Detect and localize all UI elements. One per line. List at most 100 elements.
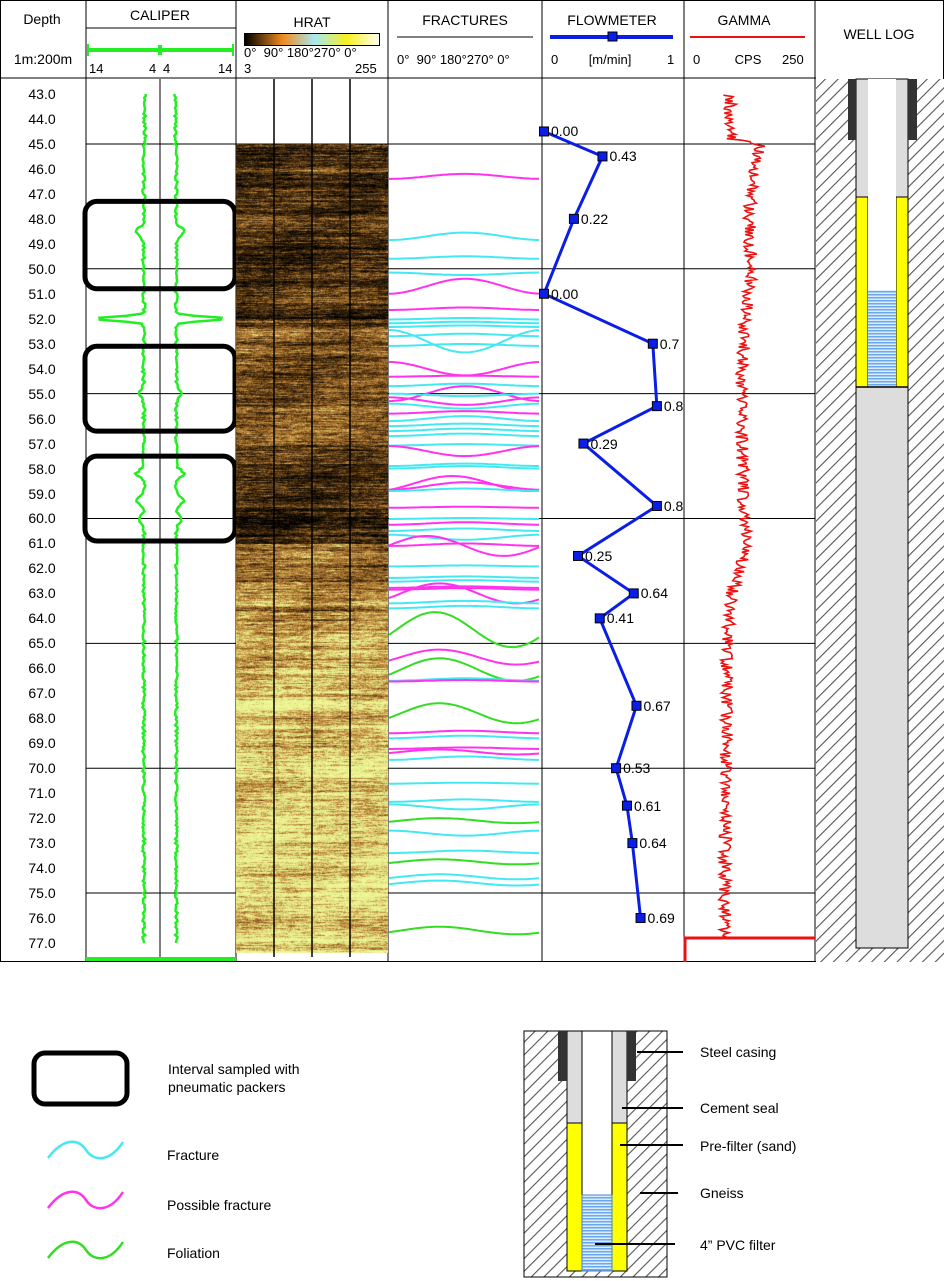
flowmeter-value-label: 0.53 <box>623 760 651 777</box>
fractures-angles: 0° 90° 180°270° 0° <box>397 52 510 67</box>
prefilter-left <box>855 196 869 388</box>
fracture-trace <box>388 231 539 242</box>
borehole <box>581 1030 613 1196</box>
cement-seal-label: Cement seal <box>700 1100 779 1116</box>
gamma-min: 0 <box>693 52 701 67</box>
gamma-bottom-marker <box>683 936 815 962</box>
depth-tick-label: 74.0 <box>28 860 56 877</box>
flowmeter-unit: [m/min] <box>588 52 632 67</box>
caliper-trace-left <box>97 93 148 944</box>
pvc-filter <box>868 290 896 387</box>
fracture-legend-label: Fracture <box>167 1147 220 1163</box>
fracture-trace <box>389 382 539 388</box>
depth-tick-label: 66.0 <box>28 660 56 677</box>
depth-tick-label: 72.0 <box>28 810 56 827</box>
flowmeter-marker-icon <box>607 31 618 42</box>
depth-tick-label: 77.0 <box>28 934 56 951</box>
flowmeter-value-label: 0.29 <box>590 435 618 452</box>
gamma-trace <box>716 94 765 938</box>
possible-fracture-trace <box>389 445 540 458</box>
caliper-trace-right <box>172 93 224 944</box>
depth-tick-label: 44.0 <box>28 110 56 127</box>
possible-fracture-trace <box>388 360 540 377</box>
fracture-trace <box>389 781 539 785</box>
fractures-header: FRACTURES <box>422 12 508 28</box>
fracture-trace <box>389 320 539 325</box>
gamma-unit: CPS <box>734 52 762 67</box>
depth-tick-label: 63.0 <box>28 585 56 602</box>
depth-tick-label: 67.0 <box>28 685 56 702</box>
well-construction-diagram <box>523 1030 683 1278</box>
steel-casing-right <box>908 79 917 140</box>
fracture-trace <box>389 575 539 579</box>
possible-fracture-trace <box>389 729 539 735</box>
depth-tick-label: 52.0 <box>28 310 56 327</box>
fractures-track <box>388 172 540 936</box>
fracture-trace <box>388 462 539 468</box>
flowmeter-min: 0 <box>551 52 559 67</box>
possible-fracture-wave-icon <box>47 1190 125 1210</box>
fracture-trace <box>389 798 539 803</box>
possible-fracture-trace <box>389 521 539 526</box>
caliper-tick: 4 <box>163 61 171 76</box>
flowmeter-value-label: 0.00 <box>551 285 579 302</box>
steel-casing-left <box>848 79 856 140</box>
packer-legend-label-1: Interval sampled with <box>168 1061 300 1077</box>
depth-header: Depth <box>23 11 61 27</box>
depth-tick-label: 69.0 <box>28 735 56 752</box>
fracture-trace <box>389 432 539 438</box>
fracture-trace <box>389 755 539 761</box>
fracture-trace <box>388 879 540 887</box>
steel-casing-left <box>558 1031 567 1081</box>
fracture-trace <box>389 427 539 433</box>
pvc-filter-label: 4” PVC filter <box>700 1237 776 1253</box>
flowmeter-value-label: 0.00 <box>551 123 579 140</box>
hrat-image <box>236 79 388 958</box>
flowmeter-value-label: 0.22 <box>580 210 609 227</box>
depth-tick-label: 62.0 <box>28 560 56 577</box>
fracture-trace <box>389 324 540 328</box>
depth-tick-label: 45.0 <box>28 135 56 152</box>
flowmeter-value-label: 0.25 <box>585 547 613 564</box>
possible-fracture-legend-label: Possible fracture <box>167 1197 272 1213</box>
depth-tick-label: 58.0 <box>28 460 56 477</box>
caliper-tick: 14 <box>89 61 104 76</box>
hrat-max: 255 <box>355 61 377 76</box>
foliation-trace <box>388 858 540 866</box>
caliper-track <box>86 79 236 962</box>
flowmeter-value-label: 0.8 <box>663 498 684 514</box>
hrat-min: 3 <box>244 61 252 76</box>
depth-tick-label: 55.0 <box>28 385 56 402</box>
possible-fracture-trace <box>388 648 540 666</box>
prefilter-right <box>895 196 909 388</box>
possible-fracture-trace <box>389 306 539 311</box>
depth-tick-label: 46.0 <box>28 160 56 177</box>
flowmeter-value-label: 0.64 <box>639 835 667 852</box>
depth-tick-label: 53.0 <box>28 335 56 352</box>
fracture-trace <box>389 465 539 470</box>
depth-tick-label: 60.0 <box>28 510 56 527</box>
flowmeter-value-label: 0.7 <box>659 335 680 352</box>
packer-interval-box <box>82 198 238 292</box>
fracture-trace <box>389 527 540 532</box>
possible-fracture-trace <box>388 542 539 547</box>
caliper-tick: 14 <box>218 61 233 76</box>
fracture-trace <box>389 415 540 423</box>
fracture-trace <box>389 343 539 347</box>
depth-tick-label: 65.0 <box>28 635 56 652</box>
depth-tick-label: 50.0 <box>28 260 56 277</box>
packer-legend-icon <box>31 1050 130 1107</box>
fracture-trace <box>389 487 539 492</box>
fracture-trace <box>389 604 540 610</box>
possible-fracture-trace <box>389 746 540 750</box>
foliation-trace <box>388 817 540 825</box>
fracture-trace <box>389 317 539 321</box>
flowmeter-header: FLOWMETER <box>567 12 657 28</box>
fracture-trace <box>389 422 539 428</box>
fracture-trace <box>388 533 540 541</box>
hrat-colorbar <box>244 33 380 46</box>
pvc-filter <box>581 1194 613 1272</box>
fracture-trace <box>389 255 539 260</box>
fracture-trace <box>388 271 540 276</box>
fracture-trace <box>389 803 540 811</box>
